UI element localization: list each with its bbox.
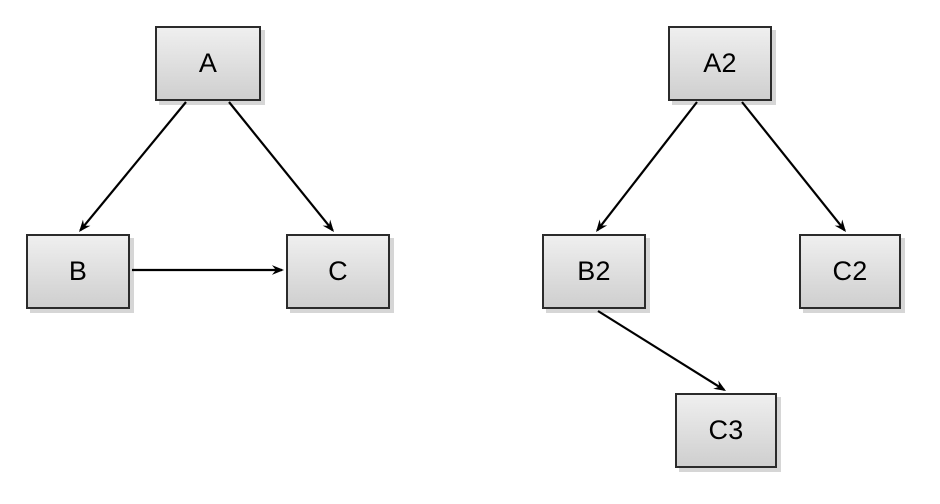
edge-b2-c3	[597, 310, 726, 391]
node-label-b2: B2	[577, 256, 611, 286]
arrowhead-icon	[271, 265, 284, 275]
arrowhead-icon	[322, 219, 334, 232]
node-label-b: B	[68, 256, 88, 286]
arrowhead-icon	[596, 219, 608, 232]
node-label-a2: A2	[703, 48, 737, 78]
edge-b-c	[132, 265, 284, 275]
edge-a2-c2	[741, 101, 846, 232]
node-label-c: C	[328, 256, 348, 286]
node-label-c3: C3	[708, 415, 744, 445]
edge-line	[79, 101, 187, 232]
node-c2[interactable]: C2	[799, 234, 901, 309]
edge-line	[597, 310, 725, 391]
edge-line	[596, 101, 698, 232]
arrowhead-icon	[79, 219, 91, 232]
edge-a-c	[228, 101, 334, 232]
edge-line	[741, 101, 846, 232]
edge-a2-b2	[596, 101, 698, 232]
node-label-c2: C2	[832, 256, 868, 286]
arrowhead-icon	[834, 219, 846, 232]
node-b2[interactable]: B2	[542, 234, 646, 309]
node-a2[interactable]: A2	[668, 26, 772, 101]
node-a[interactable]: A	[155, 26, 261, 101]
edge-line	[228, 101, 334, 232]
node-c3[interactable]: C3	[675, 393, 777, 468]
node-label-a: A	[198, 48, 218, 78]
edge-a-b	[79, 101, 187, 232]
arrowhead-icon	[713, 380, 726, 391]
node-b[interactable]: B	[26, 234, 130, 309]
node-c[interactable]: C	[286, 234, 390, 309]
